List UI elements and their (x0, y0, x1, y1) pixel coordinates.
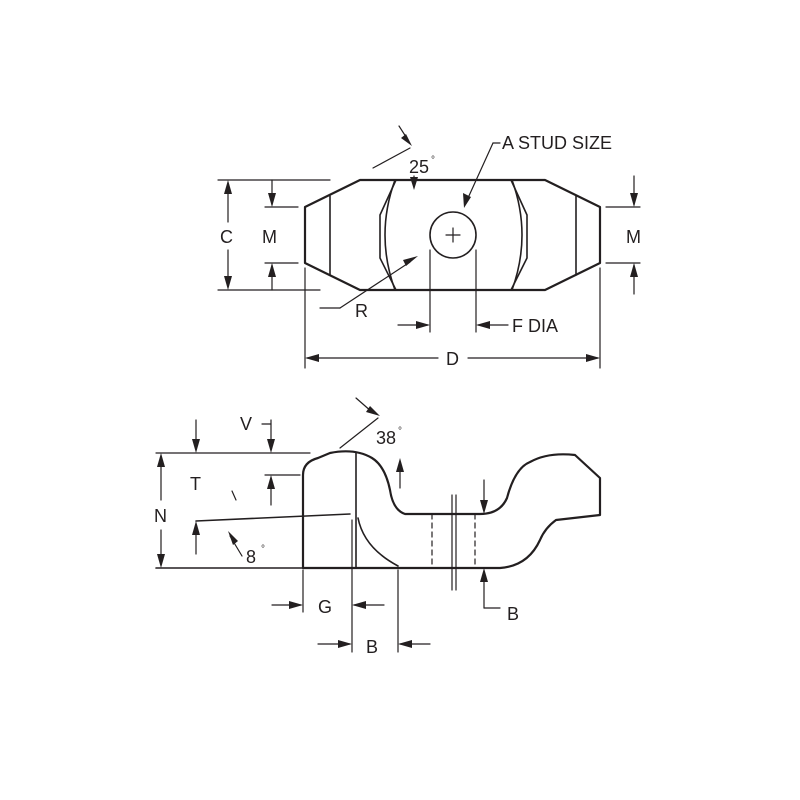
v-arrow-top (267, 439, 275, 453)
b-right-label: B (507, 604, 519, 624)
b-right-arrow-top (480, 500, 488, 514)
stud-size-leader (467, 142, 494, 199)
angle-38-label: 38 (376, 428, 396, 448)
angle-38-arrow-down (396, 458, 404, 472)
n-arrow-bottom (157, 554, 165, 568)
f-arrow-right (476, 321, 490, 329)
side-view-slant-line (195, 513, 351, 522)
angle-8-tick (231, 490, 237, 501)
side-view-lug-curve (357, 517, 399, 567)
m-left-arrow-bottom (268, 263, 276, 277)
top-view-right-crescent (511, 179, 523, 291)
side-view-outline (301, 450, 602, 570)
d-arrow-right (586, 354, 600, 362)
angle-25-arrow (401, 134, 412, 146)
r-leader (339, 261, 411, 309)
m-right-arrow-bottom (630, 263, 638, 277)
g-arrow-left (289, 601, 303, 609)
angle-38-leader (339, 417, 379, 449)
v-label: V (240, 414, 252, 434)
n-arrow-top (157, 453, 165, 467)
m-left-label: M (262, 227, 277, 247)
d-label: D (446, 349, 459, 369)
angle-8-arrow (228, 531, 238, 545)
c-arrow-bottom (224, 276, 232, 290)
t-arrow-bottom (192, 521, 200, 535)
angle-8-degree: ° (261, 544, 265, 555)
t-label: T (190, 474, 201, 494)
v-arrow-bottom (267, 475, 275, 489)
stud-hole (429, 211, 477, 259)
angle-38-degree: ° (398, 426, 402, 437)
b-bottom-label: B (366, 637, 378, 657)
m-right-label: M (626, 227, 641, 247)
top-view-right-crescent-outer (510, 179, 528, 291)
t-arrow-top (192, 439, 200, 453)
g-label: G (318, 597, 332, 617)
d-arrow-left (305, 354, 319, 362)
top-view: C M M 25 ° A STUD SIZE R (217, 125, 641, 369)
n-label: N (154, 506, 167, 526)
angle-25-arrow-down (410, 177, 418, 190)
m-right-arrow-top (630, 193, 638, 207)
f-dia-label: F DIA (512, 316, 558, 336)
angle-25-leader (372, 147, 411, 169)
c-arrow-top (224, 180, 232, 194)
top-view-outline (303, 178, 602, 292)
top-view-left-crescent-outer (379, 179, 397, 291)
b-bottom-arrow-right (398, 640, 412, 648)
b-right-arrow-bottom (480, 568, 488, 582)
side-view: N T V 38 ° 8 ° G (154, 397, 602, 657)
c-label: C (220, 227, 233, 247)
angle-25-degree: ° (431, 155, 435, 166)
f-arrow-left (416, 321, 430, 329)
angle-25-label: 25 (409, 157, 429, 177)
m-left-arrow-top (268, 193, 276, 207)
g-arrow-right (352, 601, 366, 609)
angle-8-label: 8 (246, 547, 256, 567)
b-bottom-arrow-left (338, 640, 352, 648)
stud-size-arrow (463, 193, 471, 208)
angle-38-arrow (366, 406, 380, 416)
r-arrow (403, 256, 418, 266)
stud-size-label: A STUD SIZE (502, 133, 612, 153)
r-label: R (355, 301, 368, 321)
